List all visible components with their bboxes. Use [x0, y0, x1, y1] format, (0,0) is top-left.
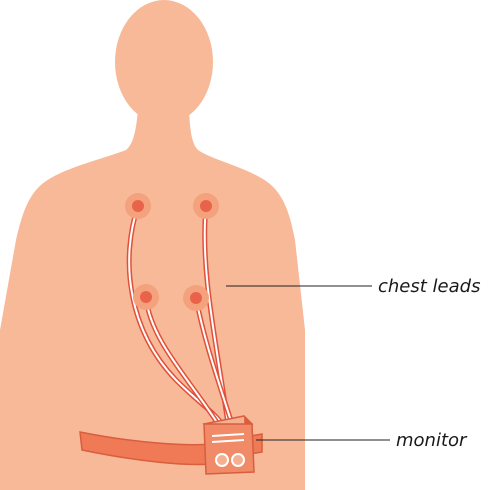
electrode-lower-left	[133, 284, 159, 310]
electrode-upper-left	[125, 193, 151, 219]
monitor-label: monitor	[396, 430, 468, 451]
electrode-lower-right	[183, 285, 209, 311]
monitor-knob-right	[232, 454, 244, 466]
head	[115, 0, 213, 124]
electrode-upper-right	[193, 193, 219, 219]
human-torso	[0, 0, 305, 490]
chest-leads-label: chest leads	[378, 276, 480, 297]
monitor-device	[204, 416, 254, 474]
monitor-front	[204, 424, 254, 474]
monitor-knob-left	[216, 454, 228, 466]
